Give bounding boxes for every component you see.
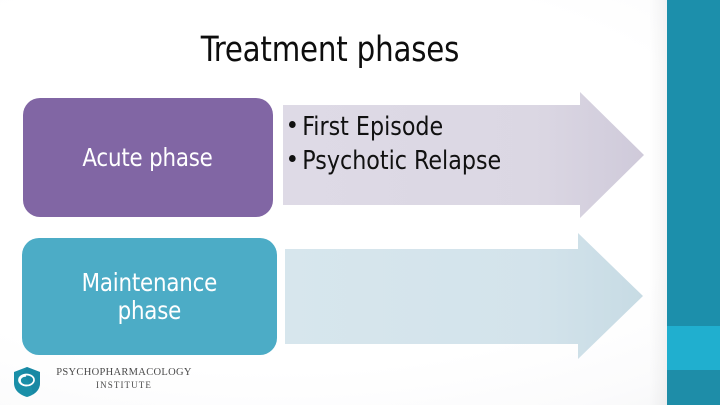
maintenance-phase-arrow bbox=[285, 233, 643, 359]
maintenance-label-line2: phase bbox=[117, 295, 182, 325]
brand-logo-text: PSYCHOPHARMACOLOGY INSTITUTE bbox=[46, 366, 202, 391]
shield-swirl-icon bbox=[14, 367, 40, 397]
bullet-dot-icon bbox=[289, 155, 296, 163]
acute-phase-bullet-list: First Episode Psychotic Relapse bbox=[289, 110, 589, 179]
acute-phase-arrow bbox=[283, 92, 644, 218]
rail-band-bottom bbox=[667, 370, 720, 405]
list-item: Psychotic Relapse bbox=[289, 144, 574, 178]
bullet-text: First Episode bbox=[302, 112, 444, 142]
bullet-dot-icon bbox=[289, 121, 296, 128]
brand-name-line1: PSYCHOPHARMACOLOGY bbox=[56, 367, 192, 378]
rail-band-top bbox=[667, 0, 720, 326]
acute-phase-box[interactable]: Acute phase bbox=[23, 98, 273, 217]
page-title: Treatment phases bbox=[200, 30, 460, 70]
brand-name-line2: INSTITUTE bbox=[96, 380, 152, 390]
rail-shadow bbox=[649, 0, 667, 405]
list-item: First Episode bbox=[289, 110, 574, 144]
bullet-text: Psychotic Relapse bbox=[302, 146, 502, 177]
rail-band-middle bbox=[667, 326, 720, 370]
maintenance-label-line1: Maintenance bbox=[81, 267, 218, 297]
right-accent-rail bbox=[667, 0, 720, 405]
brand-logo: PSYCHOPHARMACOLOGY INSTITUTE bbox=[12, 364, 202, 402]
acute-phase-label: Acute phase bbox=[82, 142, 214, 172]
